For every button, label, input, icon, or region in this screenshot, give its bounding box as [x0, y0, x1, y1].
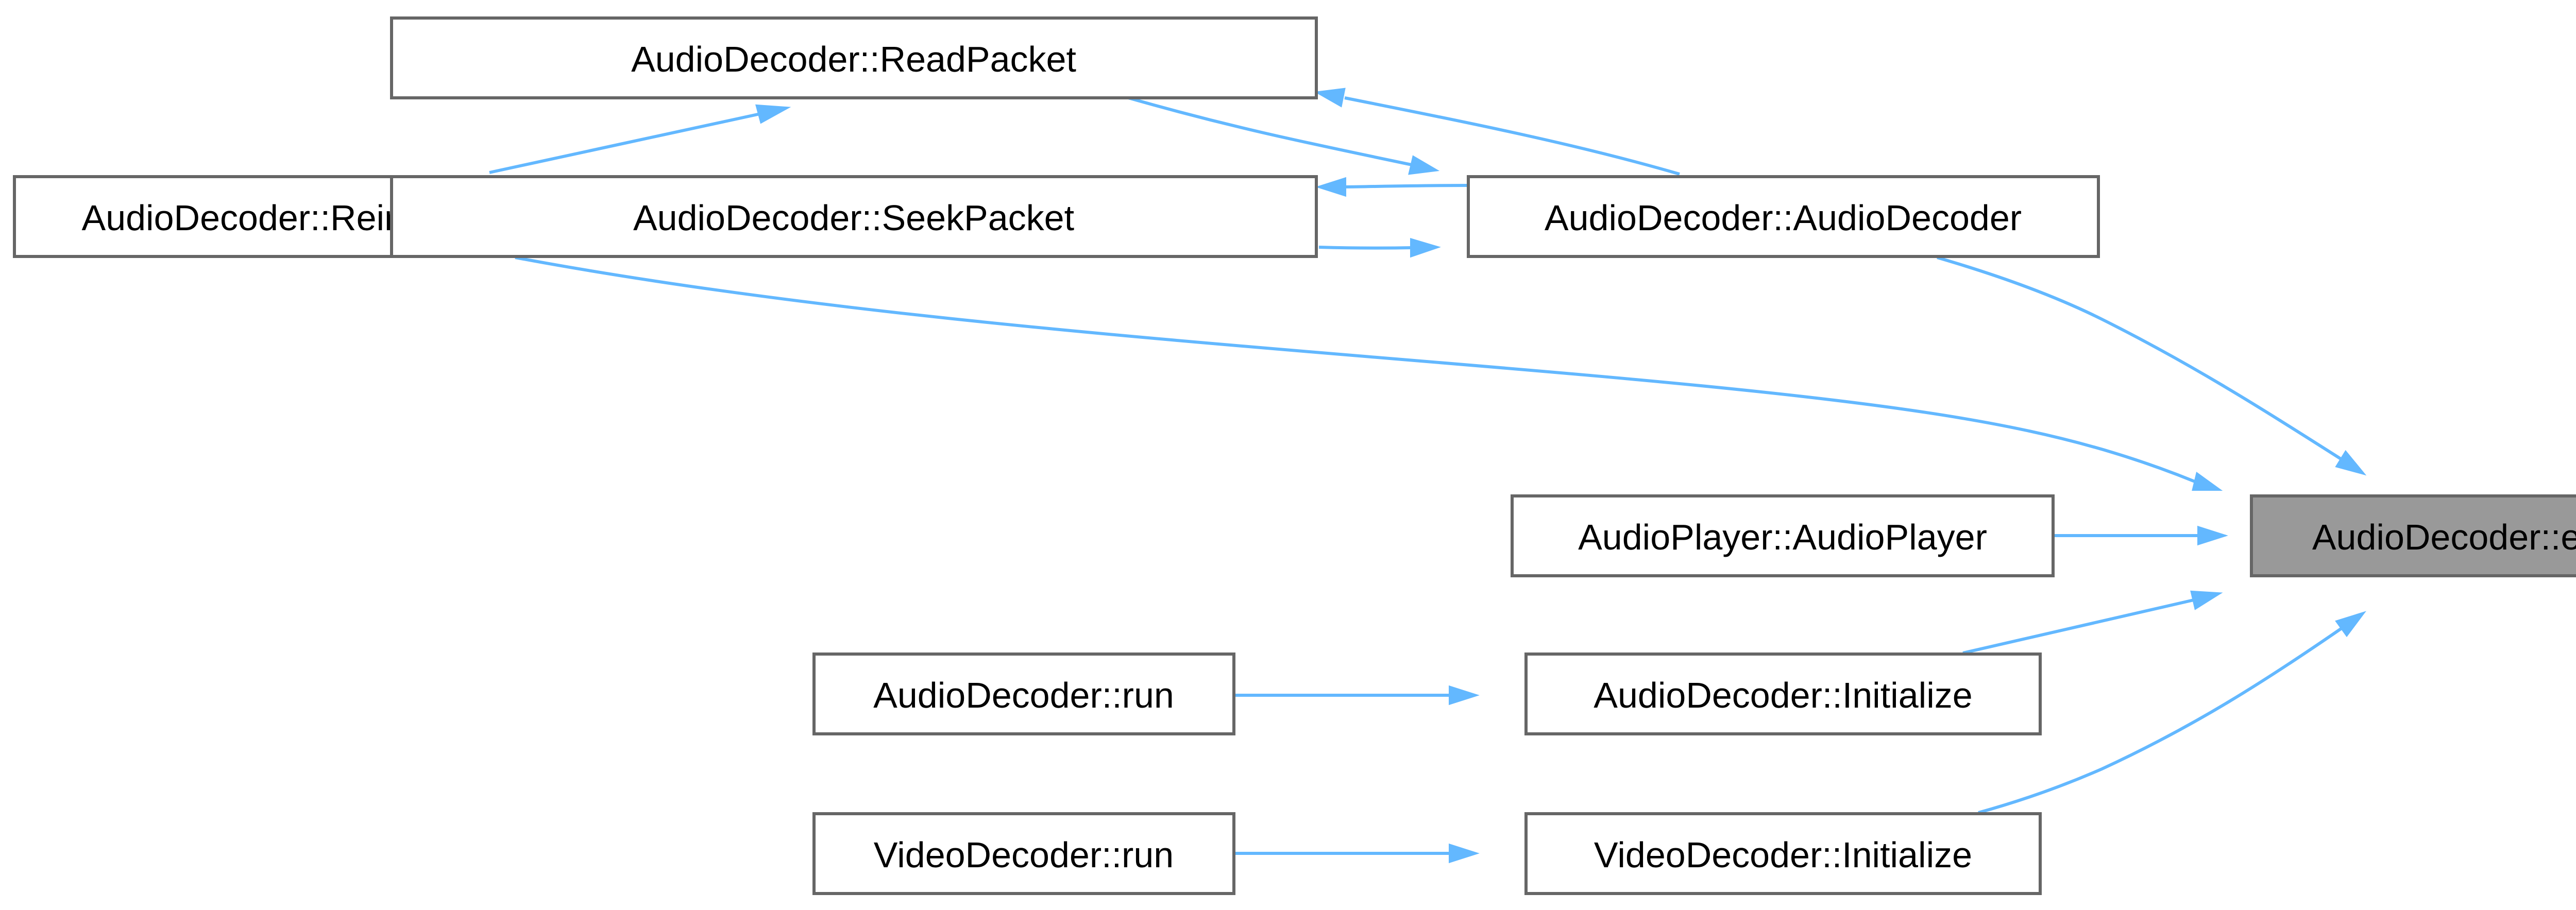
node-label: VideoDecoder::run	[874, 835, 1174, 875]
edge-audiodecoder-run-to-initialize	[1234, 685, 1480, 706]
edge-audiodecoder-to-readpacket	[1314, 88, 1680, 176]
node-audiodecoder-seekpacket[interactable]: AudioDecoder::SeekPacket	[390, 175, 1318, 258]
edge-seekpacket-to-audiodecoder	[1318, 237, 1441, 258]
node-label: AudioDecoder::run	[873, 675, 1174, 715]
edge-audiodecoder-initialize-to-error	[1962, 590, 2223, 655]
node-label: AudioDecoder::AudioDecoder	[1545, 198, 2022, 238]
edge-audiodecoder-to-seekpacket	[1315, 177, 1469, 197]
edge-videodecoder-initialize-to-error	[1978, 611, 2366, 814]
node-videodecoder-run[interactable]: VideoDecoder::run	[812, 812, 1235, 895]
edge-readpacket-to-audiodecoder	[1128, 96, 1440, 175]
node-audiodecoder-error[interactable]: AudioDecoder::error	[2250, 494, 2576, 577]
node-audioplayer-audioplayer[interactable]: AudioPlayer::AudioPlayer	[1511, 494, 2055, 577]
node-label: AudioDecoder::Initialize	[1594, 675, 1972, 715]
nodes: AudioDecoder::ReadPacket AudioDecoder::R…	[13, 16, 2576, 895]
edge-audioplayer-to-error	[2053, 525, 2228, 546]
node-label: AudioDecoder::error	[2312, 517, 2576, 557]
edge-videodecoder-run-to-initialize	[1234, 843, 1480, 864]
edge-audiodecoder-to-error	[1937, 256, 2367, 476]
node-label: AudioDecoder::ReadPacket	[631, 39, 1076, 79]
node-audiodecoder-readpacket[interactable]: AudioDecoder::ReadPacket	[390, 16, 1318, 99]
node-label: AudioDecoder::SeekPacket	[633, 198, 1074, 238]
node-label: AudioPlayer::AudioPlayer	[1578, 517, 1987, 557]
edge-reinitialize-to-error	[515, 256, 2223, 491]
node-audiodecoder-initialize[interactable]: AudioDecoder::Initialize	[1524, 653, 2042, 735]
node-audiodecoder-audiodecoder[interactable]: AudioDecoder::AudioDecoder	[1467, 175, 2100, 258]
node-label: VideoDecoder::Initialize	[1594, 835, 1972, 875]
node-videodecoder-initialize[interactable]: VideoDecoder::Initialize	[1524, 812, 2042, 895]
node-audiodecoder-run[interactable]: AudioDecoder::run	[812, 653, 1235, 735]
edge-reinitialize-to-readpacket	[489, 104, 791, 174]
